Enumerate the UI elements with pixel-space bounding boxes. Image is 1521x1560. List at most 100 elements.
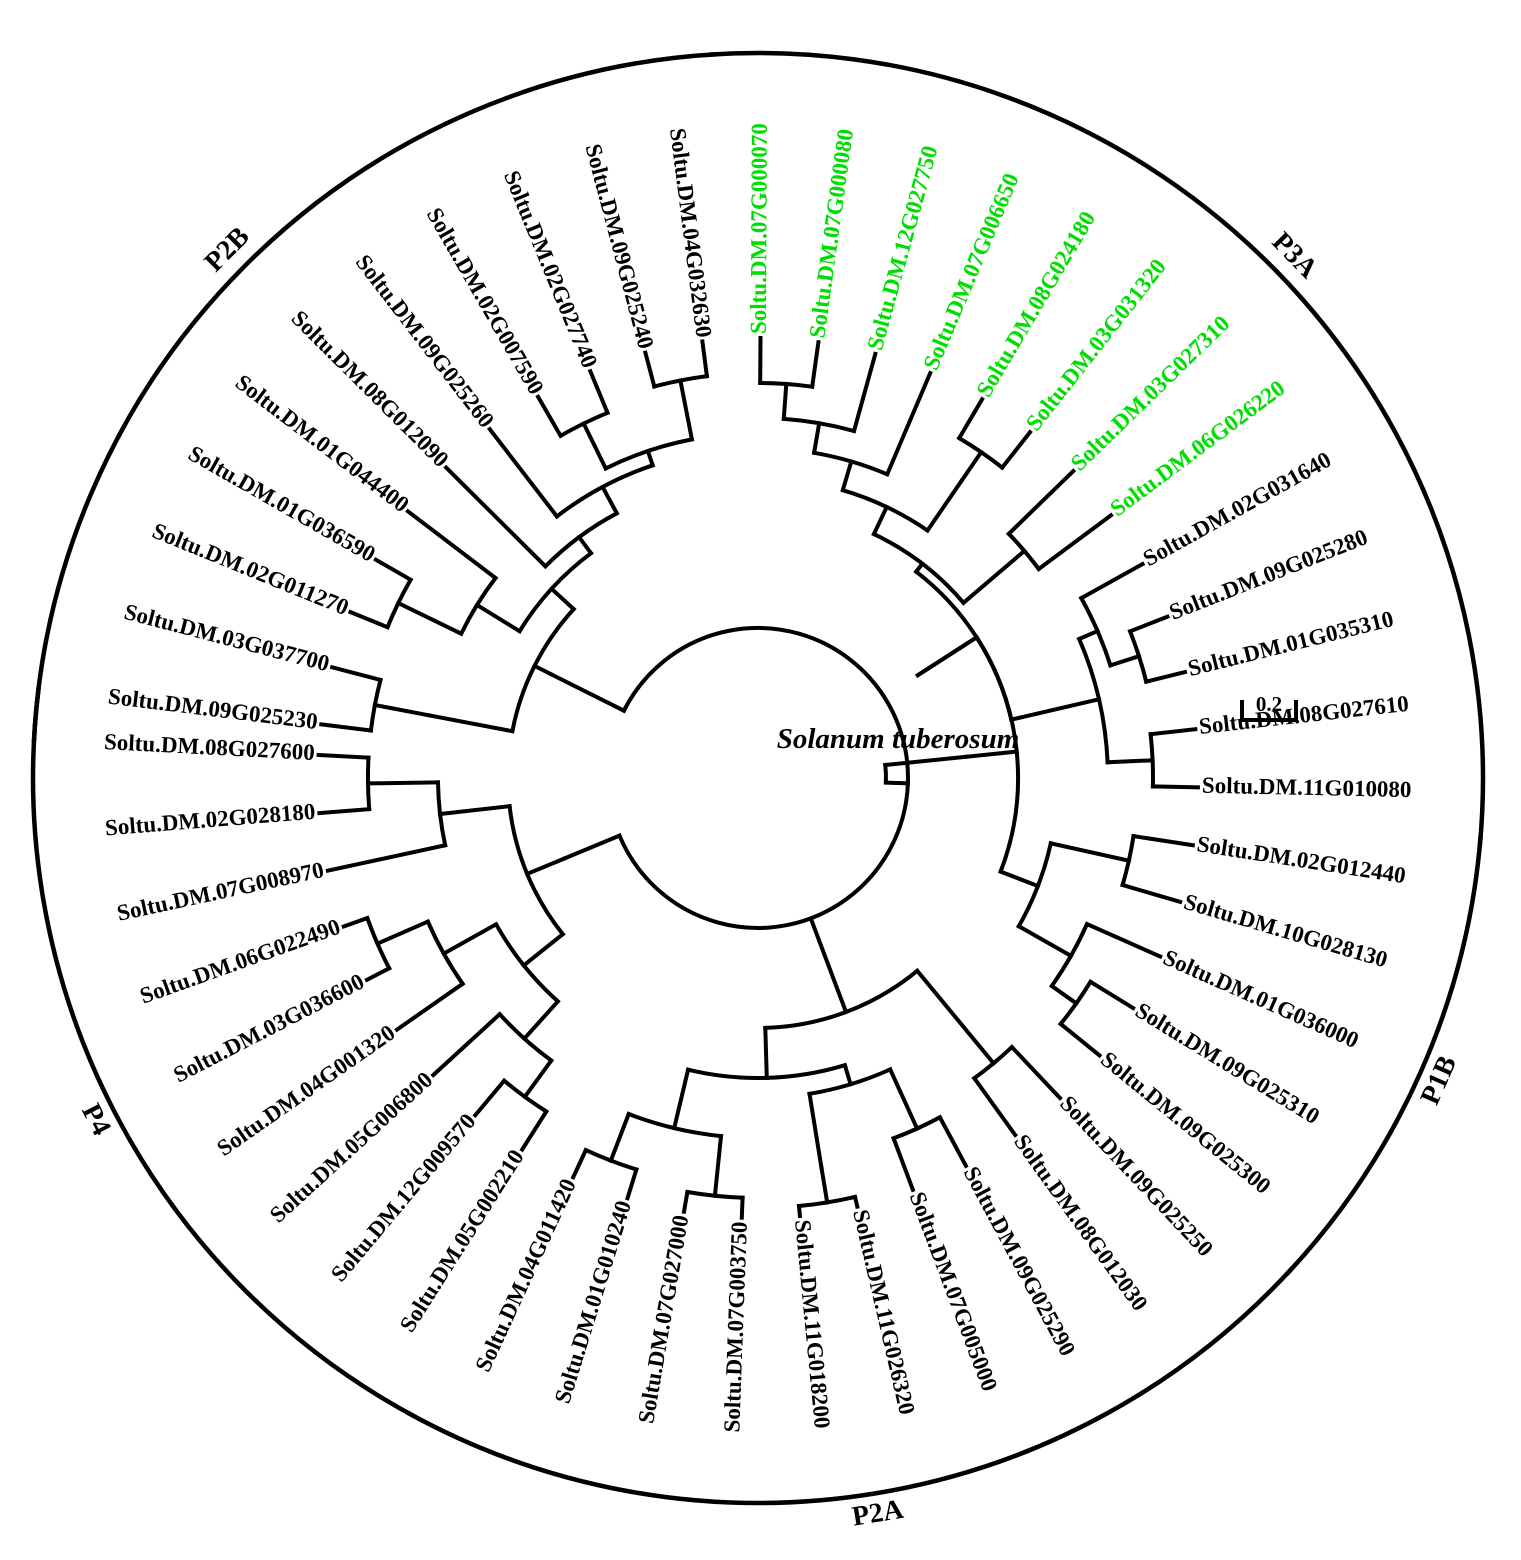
branch-radial — [700, 339, 710, 379]
branch-arc — [365, 755, 372, 812]
branch-radial — [671, 1067, 691, 1131]
leaf-label: Soltu.DM.07G008970 — [115, 857, 326, 926]
clade-arc-p2b — [31, 51, 720, 743]
branch-radial — [437, 803, 512, 817]
leaf-label: Soltu.DM.01G035310 — [1185, 606, 1396, 681]
leaf-label: Soltu.DM.12G027750 — [862, 143, 942, 353]
leaf-label: Soltu.DM.07G000080 — [804, 127, 858, 339]
branch-radial — [599, 484, 620, 517]
branch-radial — [739, 1195, 745, 1220]
branch-radial — [924, 478, 965, 534]
branch-arc — [435, 780, 448, 848]
branch-arc — [956, 435, 1006, 471]
branch-arc — [542, 510, 620, 570]
leaf-label: Soltu.DM.08G027610 — [1198, 691, 1410, 739]
branch-radial — [561, 832, 623, 862]
branch-radial — [347, 609, 391, 630]
branch-radial — [1036, 512, 1114, 572]
branch-arc — [871, 531, 967, 606]
branch-arc — [557, 410, 611, 439]
branch-arc — [891, 1114, 943, 1141]
branch-radial — [1084, 921, 1163, 960]
leaf-label: Soltu.DM.09G025230 — [107, 684, 319, 735]
leaf-label: Soltu.DM.07G003750 — [719, 1221, 752, 1433]
branch-arc — [781, 416, 857, 434]
branch-radial — [1078, 561, 1146, 601]
branch-arc — [583, 1147, 639, 1173]
branch-radial — [1107, 653, 1142, 668]
branch-arc — [1148, 731, 1155, 789]
clade-label-p3a: P3A — [1266, 226, 1325, 285]
branch-radial — [1076, 628, 1101, 642]
branch-radial — [937, 1114, 969, 1169]
branch-radial — [1087, 979, 1136, 1011]
branch-radial — [374, 918, 431, 947]
branch-arc — [685, 1062, 848, 1080]
branch-radial — [472, 1077, 508, 1119]
branch-arc — [807, 1066, 893, 1097]
clade-label-p2a: P2A — [850, 1494, 906, 1533]
branch-arc — [516, 550, 594, 634]
branch-radial — [1016, 923, 1074, 959]
leaf-label: Soltu.DM.04G032630 — [665, 127, 716, 339]
branch-arc — [913, 568, 1014, 722]
branch-radial — [712, 1133, 724, 1198]
branch-arc — [364, 915, 392, 971]
branch-radial — [999, 429, 1033, 471]
branch-radial — [1048, 840, 1132, 864]
branch-radial — [395, 600, 464, 637]
tree-branches — [316, 335, 1200, 1220]
branch-radial — [809, 339, 821, 389]
branch-radial — [1008, 696, 1102, 722]
leaf-label: Soltu.DM.08G027600 — [104, 729, 316, 765]
branch-radial — [871, 504, 890, 537]
branch-radial — [587, 368, 611, 416]
branch-radial — [781, 381, 789, 422]
branch-radial — [1049, 983, 1080, 1007]
branch-radial — [548, 585, 577, 612]
branch-radial — [1009, 1044, 1063, 1101]
branch-radial — [1127, 614, 1170, 634]
branch-radial — [956, 396, 985, 441]
branch-radial — [581, 420, 609, 472]
branch-radial — [1105, 758, 1155, 765]
branch-radial — [1150, 784, 1200, 790]
branch-radial — [887, 1066, 920, 1132]
branch-radial — [440, 921, 499, 957]
branch-radial — [819, 1165, 830, 1205]
branch-radial — [430, 1011, 503, 1078]
clade-arc-p2a — [405, 1266, 1295, 1506]
leaf-label: Soltu.DM.02G028180 — [104, 799, 316, 841]
branch-radial — [608, 1111, 632, 1164]
branch-arc — [496, 1011, 555, 1064]
leaf-label: Soltu.DM.03G037700 — [122, 599, 332, 676]
branch-arc — [1078, 595, 1113, 668]
branch-radial — [678, 378, 695, 442]
scale-bar: 0.2 — [1240, 692, 1298, 722]
clade-arc-p3a — [709, 50, 1486, 847]
branch-arc — [507, 803, 566, 938]
branch-radial — [365, 780, 441, 786]
branch-arc — [971, 1044, 1015, 1081]
branch-arc — [1057, 979, 1094, 1027]
branch-arc — [501, 1077, 550, 1115]
leaf-label: Soltu.DM.11G026320 — [848, 1207, 920, 1417]
branch-arc — [458, 575, 499, 637]
branch-radial — [851, 351, 878, 434]
branch-arc — [493, 921, 561, 1005]
branch-radial — [624, 1166, 639, 1201]
branch-radial — [1120, 882, 1183, 905]
branch-radial — [570, 1147, 589, 1180]
branch-radial — [535, 394, 564, 439]
branch-radial — [474, 602, 523, 634]
leaf-label: Soltu.DM.07G027000 — [633, 1213, 693, 1425]
branch-radial — [329, 664, 383, 683]
branch-radial — [915, 634, 980, 678]
branch-radial — [840, 459, 854, 493]
branch-radial — [960, 548, 1028, 606]
branch-radial — [373, 557, 414, 583]
branch-radial — [317, 806, 372, 816]
branch-radial — [914, 967, 997, 1067]
branch-radial — [1057, 1021, 1103, 1059]
